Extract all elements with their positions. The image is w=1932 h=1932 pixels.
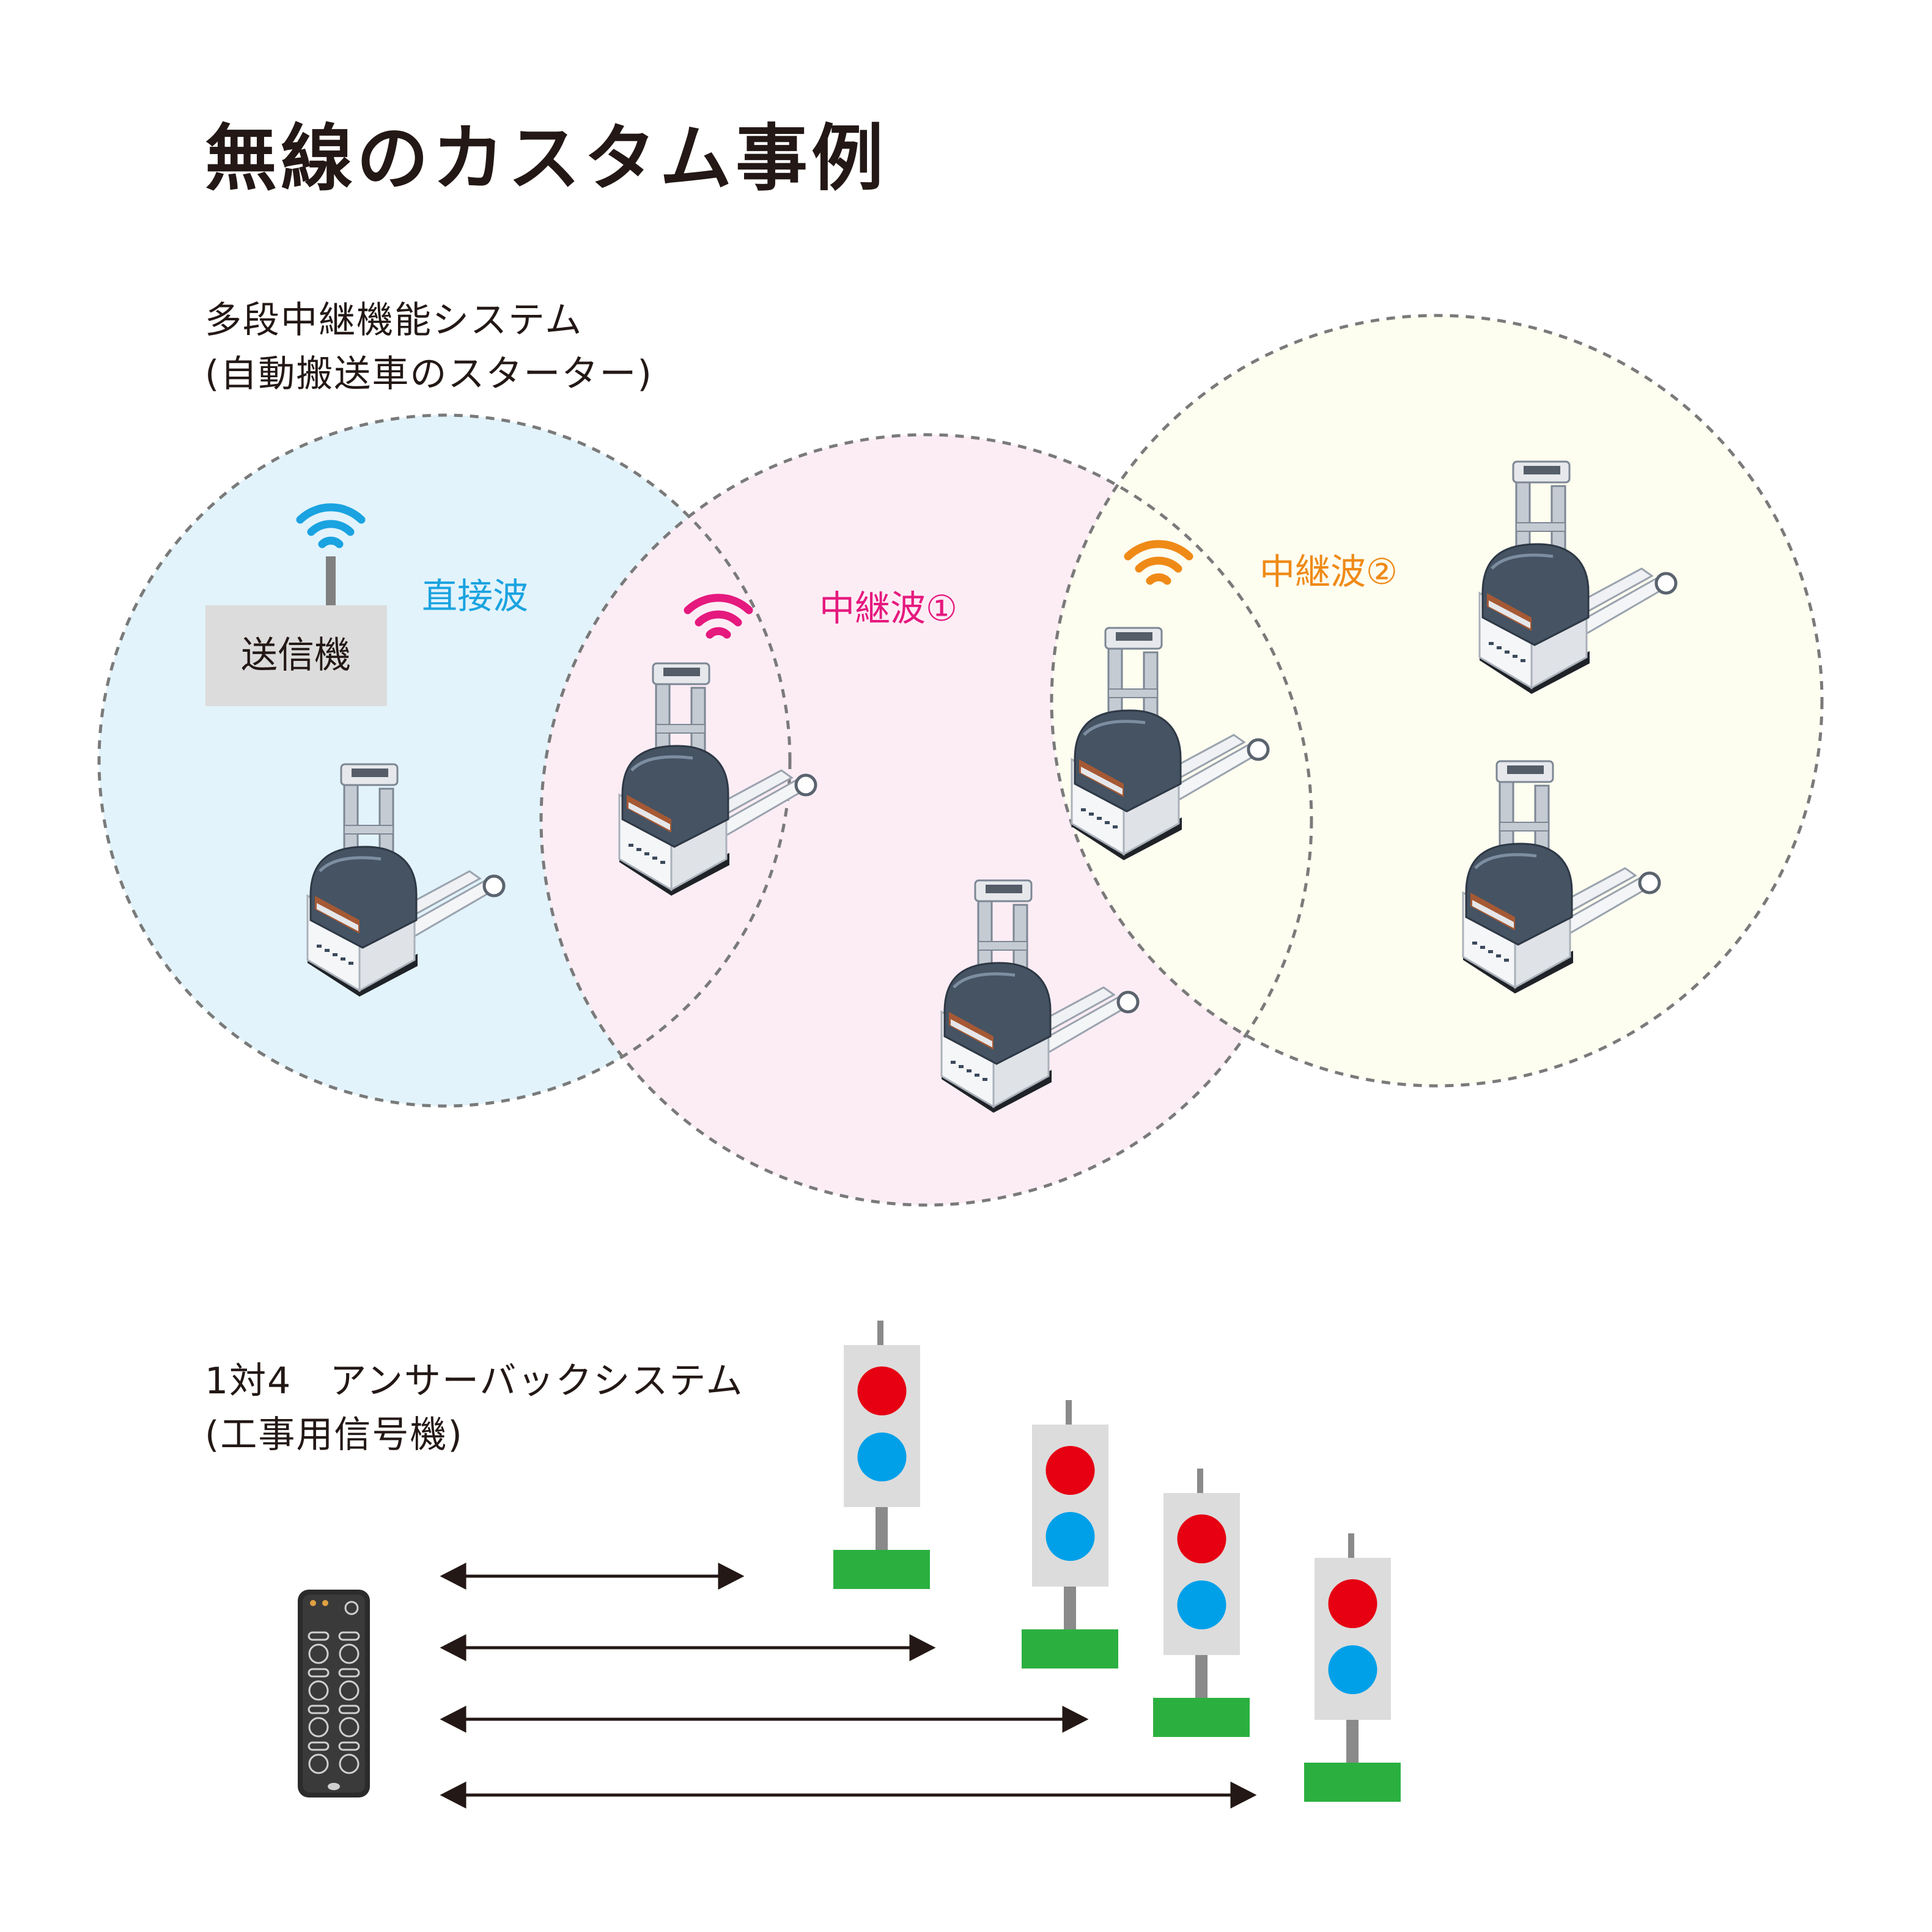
transmitter-box (205, 605, 387, 706)
zone-relay1-border (539, 433, 1313, 1207)
zone-direct-border (97, 413, 792, 1108)
arrow-signal-4 (440, 1781, 1257, 1809)
relay-system-title: 多段中継機能システム (205, 299, 583, 342)
zone-relay2-label: 中継波② (1259, 551, 1398, 592)
remote-control (298, 1590, 370, 1797)
signal-light-4 (1304, 1533, 1401, 1802)
signal-light-3 (1153, 1469, 1250, 1737)
power-icon (344, 1601, 359, 1615)
relay-system-heading: 多段中継機能システム (自動搬送車のスターター) (205, 293, 653, 401)
zone-relay1-label: 中継波① (819, 588, 957, 629)
signal-light-1 (833, 1321, 930, 1589)
answerback-system-heading: 1対4 アンサーバックシステム (工事用信号機) (205, 1354, 744, 1462)
arrow-signal-1 (440, 1562, 745, 1590)
answerback-system-subtitle: (工事用信号機) (205, 1414, 463, 1456)
signal-light-2 (1022, 1400, 1118, 1668)
arrow-signal-2 (440, 1634, 936, 1662)
arrow-signal-3 (440, 1705, 1089, 1733)
zone-direct-label: 直接波 (422, 575, 528, 617)
transmitter-antenna (326, 556, 336, 608)
transmitter-label: 送信機 (241, 634, 351, 677)
zone-relay2-border (1050, 314, 1824, 1088)
answerback-system-title: 1対4 アンサーバックシステム (205, 1360, 744, 1403)
page-title: 無線のカスタム事例 (205, 116, 888, 201)
relay-system-subtitle: (自動搬送車のスターター) (205, 353, 653, 396)
zone-relay2-circle (1052, 315, 1822, 1086)
answerback-arrows (440, 1562, 1257, 1809)
transmitter: 送信機 (205, 507, 387, 706)
